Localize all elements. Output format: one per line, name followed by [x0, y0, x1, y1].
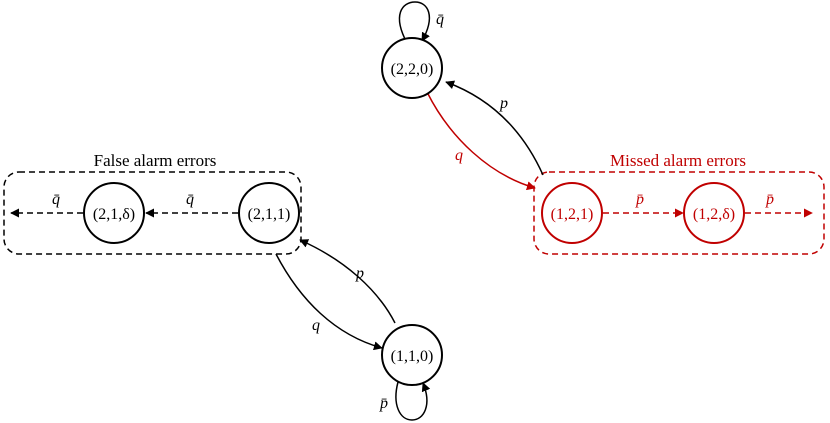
edge-110-to-211 — [299, 239, 396, 324]
edge-211-to-110 — [275, 253, 383, 351]
state-21d-circle — [83, 182, 145, 244]
self-loop-110-label: p̄ — [379, 395, 388, 412]
missed-alarm-group-label: Missed alarm errors — [610, 151, 746, 170]
self-loop-220-label: q̄ — [436, 11, 444, 28]
state-211: (2,1,1) — [238, 182, 300, 244]
edge-220-to-121 — [426, 91, 536, 191]
state-220: (2,2,0) — [381, 37, 443, 99]
state-12d-label: (1,2,δ) — [693, 206, 735, 223]
edge-21d-out-label: q̄ — [52, 191, 60, 208]
state-121: (1,2,1) — [541, 182, 603, 244]
edge-211-to-21d-label: q̄ — [186, 191, 194, 208]
state-220-circle — [381, 37, 443, 99]
state-12d: (1,2,δ) — [683, 182, 745, 244]
edge-211-to-110-label: q — [312, 317, 320, 334]
edge-220-to-121-label: q — [455, 147, 463, 164]
state-21d: (2,1,δ) — [83, 182, 145, 244]
state-121-label: (1,2,1) — [551, 206, 594, 223]
self-loop-220-edge — [398, 1, 431, 44]
edge-121-to-12d-label: p̄ — [635, 191, 644, 208]
state-110-circle — [381, 324, 443, 386]
false-alarm-group-label: False alarm errors — [94, 151, 217, 170]
edge-12d-out-label: p̄ — [765, 191, 774, 208]
edge-121-to-220 — [445, 80, 544, 176]
missed-alarm-group-box — [533, 171, 825, 255]
state-121-circle — [541, 182, 603, 244]
edge-121-to-220-label: p — [499, 95, 508, 112]
false-alarm-group-box — [3, 171, 302, 255]
state-211-label: (2,1,1) — [248, 206, 291, 223]
state-12d-circle — [683, 182, 745, 244]
state-211-circle — [238, 182, 300, 244]
self-loop-110-edge — [395, 381, 431, 421]
state-110-label: (1,1,0) — [391, 348, 434, 365]
edge-110-to-211-label: p — [355, 265, 364, 282]
state-21d-label: (2,1,δ) — [93, 206, 135, 223]
state-220-label: (2,2,0) — [391, 61, 434, 78]
state-110: (1,1,0) — [381, 324, 443, 386]
